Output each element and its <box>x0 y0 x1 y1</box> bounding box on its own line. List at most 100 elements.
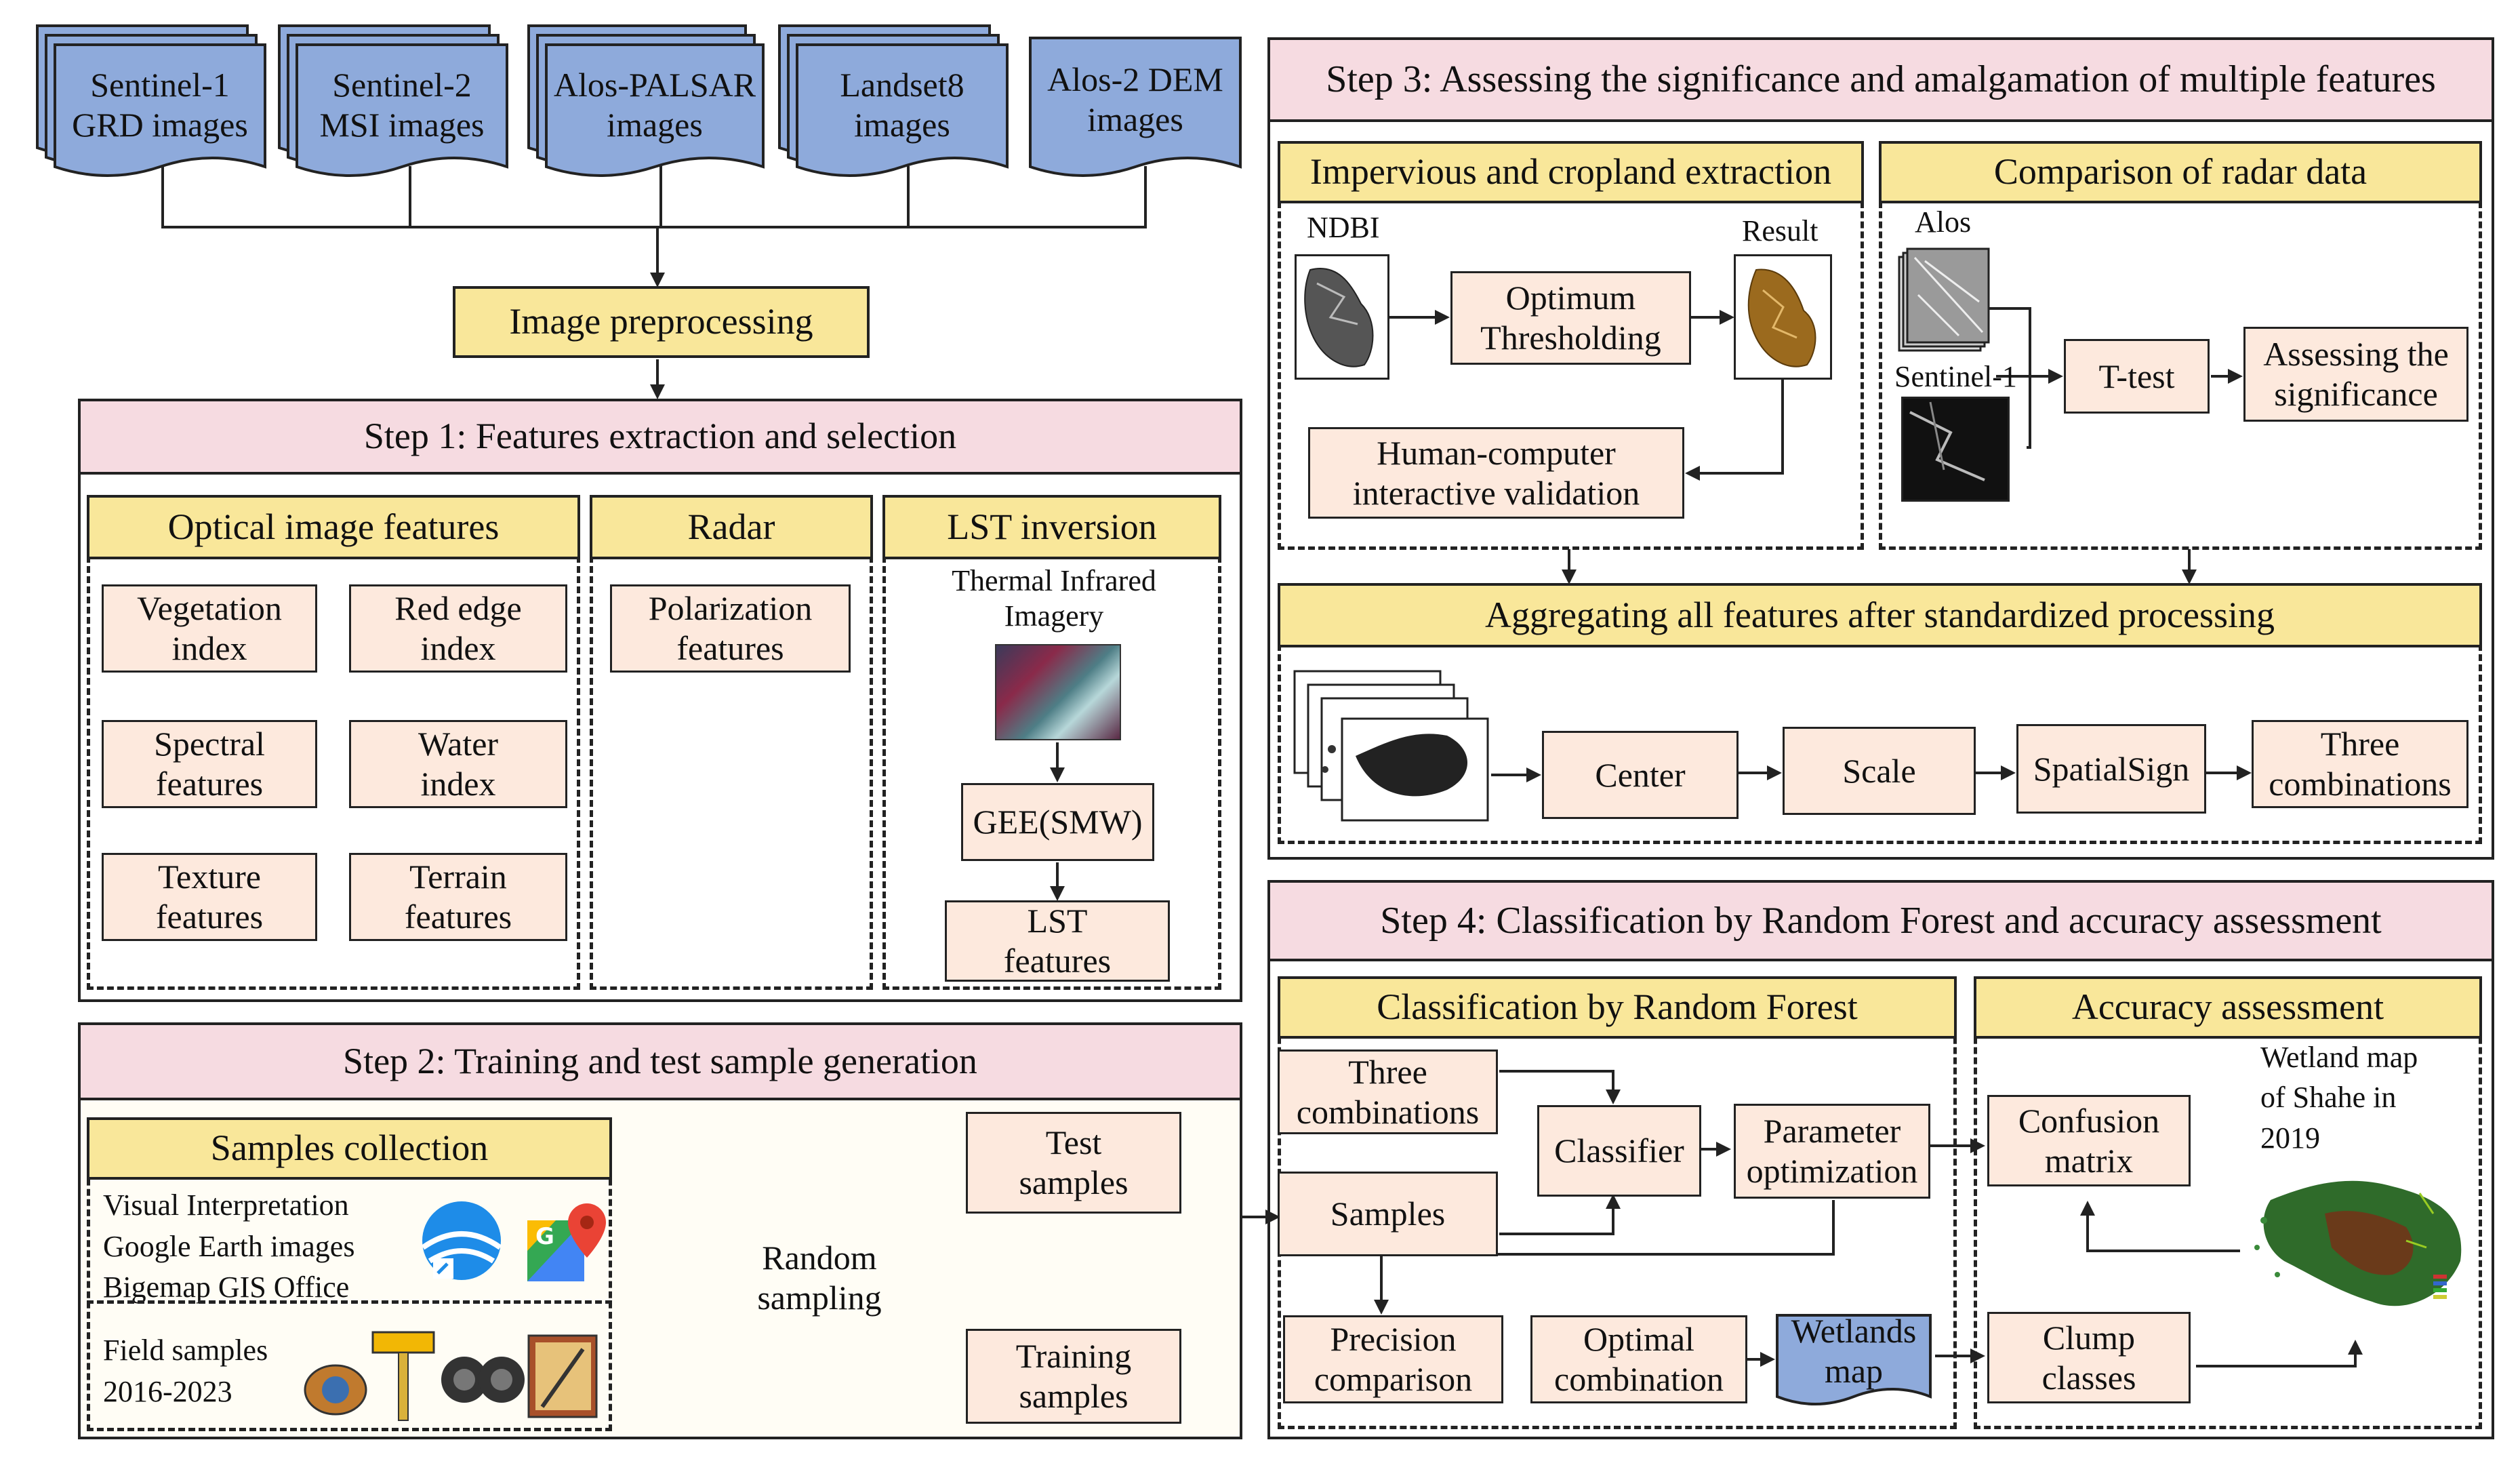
box-label: Polarization <box>648 589 813 627</box>
text-line: Google Earth images <box>103 1229 355 1263</box>
samples-collection-header: Samples collection <box>87 1117 612 1180</box>
box-label: Confusion <box>2018 1101 2160 1140</box>
source-label: Landset8 <box>840 66 964 104</box>
spatialsign-box: SpatialSign <box>2016 724 2206 814</box>
source-doc-stacks <box>36 24 1932 1405</box>
sentinel1-label: Sentinel-1 <box>1894 360 2017 393</box>
text-line: Field samples <box>103 1334 268 1367</box>
box-label: matrix <box>2044 1141 2134 1180</box>
source-label: GRD images <box>72 106 248 144</box>
box-label: Optimum <box>1505 279 1636 317</box>
svg-text:G: G <box>535 1223 554 1250</box>
ndbi-label: NDBI <box>1307 211 1380 244</box>
t-test-box: T-test <box>2064 339 2210 414</box>
box-label: combination <box>1554 1360 1724 1398</box>
box-label: features <box>676 629 784 667</box>
box-label: combinations <box>2269 765 2452 803</box>
box-label: optimization <box>1746 1152 1918 1190</box>
aggregate-header: Aggregating all features after standardi… <box>1278 583 2482 647</box>
box-label: Training <box>1015 1337 1132 1375</box>
box-label: map <box>1824 1351 1884 1390</box>
text-line: Visual Interpretation <box>103 1188 349 1222</box>
text-line: 2016-2023 <box>103 1374 232 1408</box>
google-maps-icon: G <box>522 1200 610 1287</box>
box-label: comparison <box>1314 1360 1473 1398</box>
field-samples-text: Field samples 2016-2023 <box>103 1330 306 1412</box>
alos-image-stack <box>1898 247 1993 353</box>
source-label: Sentinel-1 <box>90 66 230 104</box>
classifier-box: Classifier <box>1537 1105 1701 1197</box>
feature-stack-thumbnails <box>1291 668 1495 824</box>
source-label: images <box>854 106 950 144</box>
box-label: Thresholding <box>1480 319 1661 357</box>
text-line: 2019 <box>2260 1121 2320 1155</box>
center-box: Center <box>1542 731 1739 819</box>
box-label: Optimal <box>1583 1320 1694 1358</box>
box-label: significance <box>2274 375 2438 413</box>
scale-box: Scale <box>1783 727 1976 815</box>
optical-header: Optical image features <box>87 495 580 559</box>
box-label: samples <box>1019 1377 1129 1415</box>
source-label: Alos-2 DEM <box>1047 60 1223 98</box>
box-label: index <box>420 629 496 667</box>
box-label: Three <box>2320 725 2400 763</box>
box-label: Three <box>1348 1052 1427 1091</box>
box-label: Terrain <box>409 858 507 896</box>
alos-label: Alos <box>1915 205 1972 239</box>
compare-radar-header: Comparison of radar data <box>1879 141 2482 203</box>
radar-header: Radar <box>590 495 873 559</box>
box-label: features <box>155 765 264 803</box>
box-label: sampling <box>757 1279 882 1317</box>
lst-header: LST inversion <box>882 495 1221 559</box>
text-line: of Shahe in <box>2260 1081 2397 1115</box>
step3-title: Step 3: Assessing the significance and a… <box>1267 37 2494 122</box>
source-label: images <box>607 106 703 144</box>
box-label: index <box>171 629 247 667</box>
box-label: Texture <box>158 858 261 896</box>
rf-header: Classification by Random Forest <box>1278 976 1957 1039</box>
box-label: Spectral <box>154 725 265 763</box>
box-label: Random <box>762 1239 877 1277</box>
samples-input-box: Samples <box>1278 1172 1498 1256</box>
gee-smw-box: GEE(SMW) <box>961 783 1154 861</box>
wetland-map-caption: Wetland map of Shahe in 2019 <box>2260 1037 2418 1158</box>
step4-title: Step 4: Classification by Random Forest … <box>1267 880 2494 961</box>
ndbi-map-thumbnail <box>1295 254 1389 380</box>
text-line: Thermal Infrared <box>952 563 1156 597</box>
box-label: Water <box>418 725 499 763</box>
box-label: Clump <box>2042 1318 2136 1357</box>
text-line: Bigemap GIS Office <box>103 1271 350 1304</box>
bigemap-logo-icon <box>409 1200 514 1287</box>
box-label: Parameter <box>1763 1112 1901 1150</box>
box-label: combinations <box>1296 1092 1480 1131</box>
source-label: images <box>1087 100 1183 138</box>
step1-title: Step 1: Features extraction and selectio… <box>78 399 1242 475</box>
box-label: Assessing the <box>2263 335 2449 373</box>
thermal-image-thumbnail <box>995 644 1121 740</box>
result-map-thumbnail <box>1734 254 1832 380</box>
source-label: Alos-PALSAR <box>553 66 756 104</box>
